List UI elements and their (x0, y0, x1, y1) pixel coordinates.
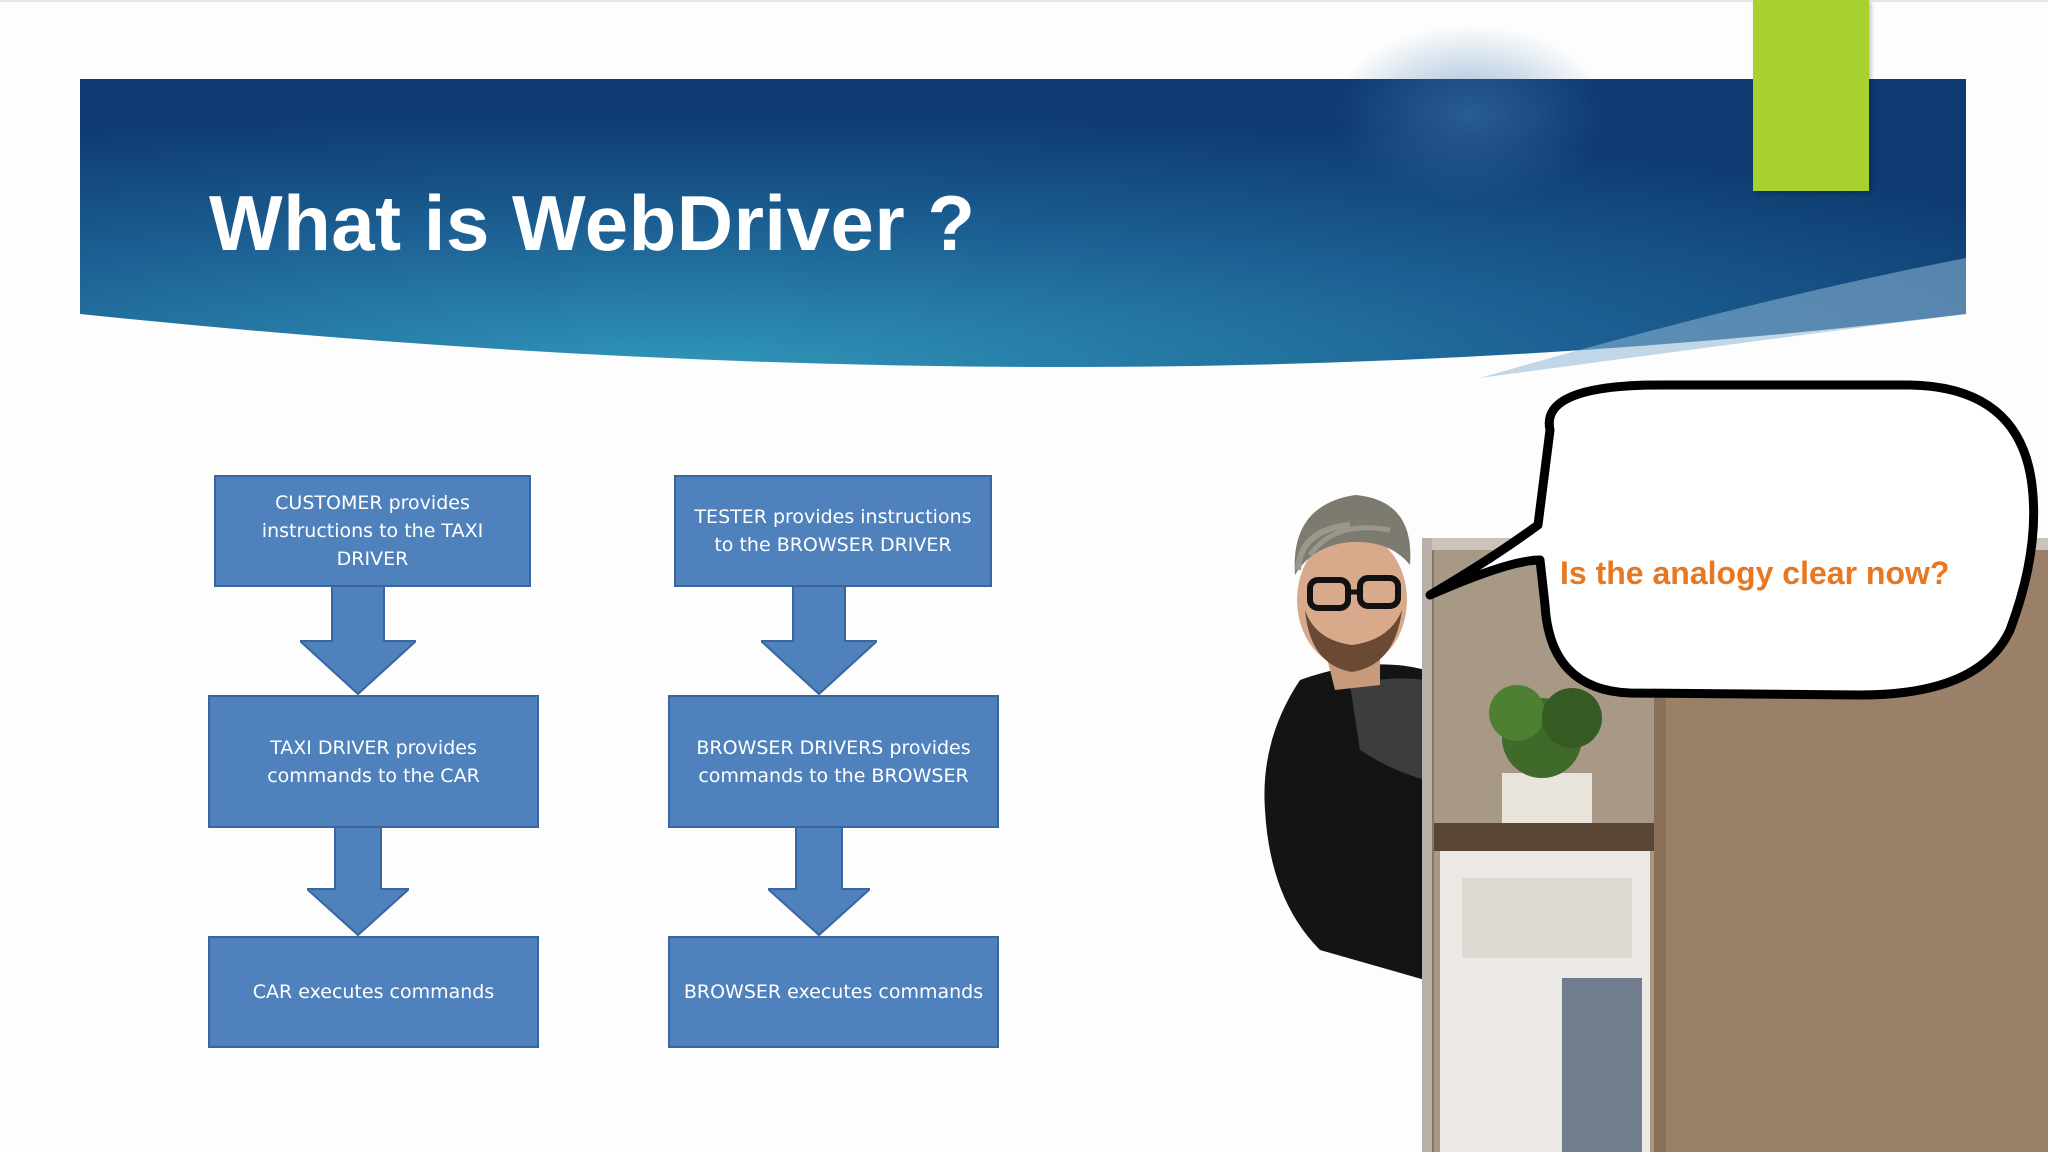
down-arrow-icon (300, 586, 416, 696)
flow-box-car: CAR executes commands (208, 936, 539, 1048)
flow-box-customer: CUSTOMER provides instructions to the TA… (214, 475, 531, 587)
page-title: What is WebDriver ? (209, 179, 976, 267)
down-arrow-icon (307, 827, 409, 937)
title-banner (80, 25, 1966, 378)
accent-tab (1753, 0, 1869, 191)
flow-box-tester: TESTER provides instructions to the BROW… (674, 475, 992, 587)
down-arrow-icon (768, 827, 870, 937)
flow-box-browser: BROWSER executes commands (668, 936, 999, 1048)
speech-bubble (1425, 380, 2039, 700)
flow-box-browser-drivers: BROWSER DRIVERS provides commands to the… (668, 695, 999, 828)
person-illustration (1264, 495, 1425, 980)
down-arrow-icon (761, 586, 877, 696)
speech-bubble-text: Is the analogy clear now? (1560, 555, 1950, 591)
top-divider (0, 0, 2048, 2)
flow-box-taxi-driver: TAXI DRIVER provides commands to the CAR (208, 695, 539, 828)
